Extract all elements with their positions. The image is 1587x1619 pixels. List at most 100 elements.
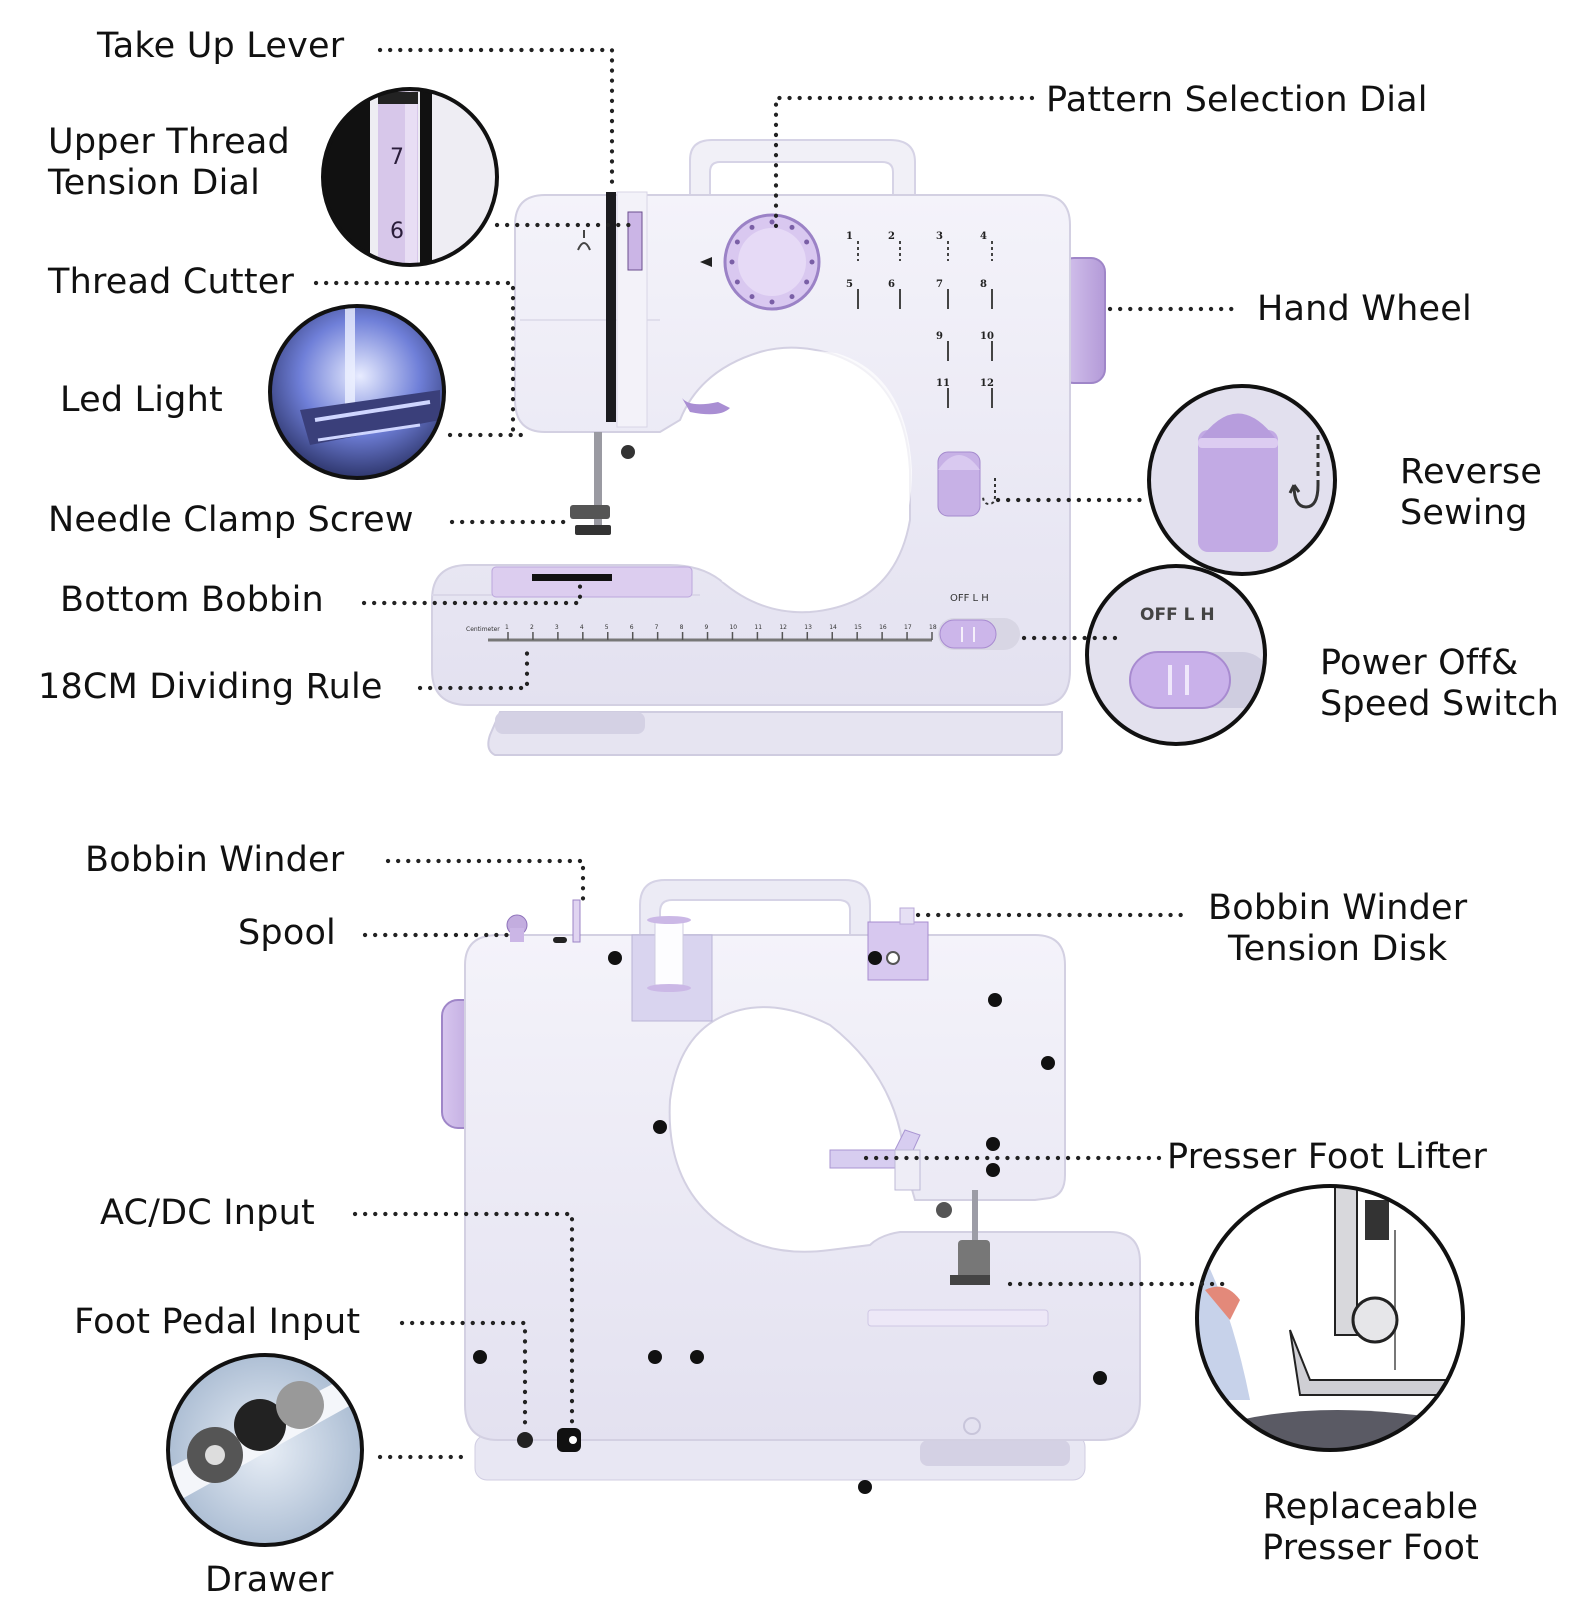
screw-hole (608, 951, 622, 965)
label-spool: Spool (238, 913, 336, 953)
label-hand-wheel: Hand Wheel (1257, 289, 1472, 329)
screw-hole (690, 1350, 704, 1364)
leader-bottom-bobbin (361, 582, 583, 606)
svg-text:OFF L H: OFF L H (1140, 605, 1215, 625)
label-bobbin-winder-tension-disk: Bobbin Winder Tension Disk (1208, 888, 1467, 971)
stitch-pattern-12: 12 (980, 378, 994, 408)
label-ac-dc-input: AC/DC Input (100, 1193, 315, 1233)
dial-pointer-icon (700, 257, 712, 267)
stitch-pattern-11: 11 (936, 378, 950, 408)
svg-text:6: 6 (390, 219, 404, 244)
ruler-tick-label: 1 (505, 624, 509, 631)
tension-dial-window (627, 211, 643, 271)
label-upper-thread-tension-dial: Upper Thread Tension Dial (48, 122, 290, 205)
svg-text:7: 7 (390, 145, 404, 170)
ruler-tick-label: 18 (929, 624, 937, 631)
label-thread-cutter: Thread Cutter (48, 262, 295, 302)
power-speed-switch: OFF L H (938, 593, 1020, 650)
stitch-number: 1 (846, 231, 853, 242)
label-foot-pedal-input: Foot Pedal Input (74, 1302, 361, 1342)
presser-foot-lifter-front (682, 398, 730, 415)
label-take-up-lever: Take Up Lever (97, 26, 345, 66)
ruler-tick-label: 16 (879, 624, 887, 631)
callout-power-switch: OFF L H (1085, 564, 1267, 746)
screw-hole (868, 951, 882, 965)
dial-tick (804, 239, 810, 245)
reverse-sewing-button (937, 451, 996, 517)
label-line: Reverse (1400, 452, 1543, 492)
stitch-number: 6 (888, 279, 895, 290)
screw-hole (473, 1350, 487, 1364)
ruler-tick-label: 8 (680, 624, 684, 631)
ruler-tick-label: 7 (655, 624, 659, 631)
leader-take-up-lever (377, 47, 615, 193)
label-line: Sewing (1400, 493, 1528, 534)
dial-tick (749, 294, 755, 300)
ruler-tick-label: 2 (530, 624, 534, 631)
svg-text:OFF L H: OFF L H (950, 593, 989, 604)
label-line: Replaceable (1262, 1487, 1479, 1527)
ruler-tick-label: 11 (754, 624, 762, 631)
label-reverse-sewing: Reverse Sewing (1400, 452, 1542, 535)
ruler-tick-label: 4 (580, 624, 584, 631)
leader-pattern-dial (773, 95, 1035, 235)
label-line: Power Off& (1320, 643, 1519, 683)
stitch-number: 11 (936, 378, 950, 389)
stitch-pattern-1: 1 (846, 231, 859, 261)
stitch-pattern-3: 3 (936, 231, 949, 261)
stitch-pattern-7: 7 (936, 279, 949, 309)
ruler-tick-label: 15 (854, 624, 862, 631)
thread-spool (654, 919, 684, 986)
label-power-speed-switch: Power Off& Speed Switch (1320, 643, 1559, 726)
label-dividing-rule: 18CM Dividing Rule (38, 667, 383, 707)
dial-tick (809, 259, 815, 265)
stitch-pattern-2: 2 (888, 231, 901, 261)
label-line: Tension Dial (48, 163, 261, 204)
stitch-number: 2 (888, 231, 895, 242)
bobbin-winder-shaft (572, 899, 581, 943)
screw-hole (986, 1137, 1000, 1151)
dial-tick (749, 224, 755, 230)
dial-tick (734, 239, 740, 245)
dial-tick (729, 259, 735, 265)
stitch-pattern-4: 4 (980, 231, 993, 261)
stitch-pattern-6: 6 (888, 279, 901, 309)
carry-handle (689, 139, 916, 199)
ruler-tick-label: 9 (705, 624, 709, 631)
ruler-tick-label: 3 (555, 624, 559, 631)
leader-foot-pedal-input (399, 1320, 528, 1433)
label-drawer: Drawer (205, 1560, 334, 1600)
stitch-number: 9 (936, 331, 943, 342)
ruler-unit-label: Centimeter (466, 626, 500, 633)
callout-tension-dial: 7 6 (321, 87, 499, 267)
dial-tick (789, 294, 795, 300)
label-line: Bobbin Winder (1208, 888, 1468, 928)
machine-body-back (464, 934, 1141, 1441)
dial-tick (769, 299, 775, 305)
callout-drawer (166, 1353, 364, 1547)
label-bottom-bobbin: Bottom Bobbin (60, 580, 324, 620)
dial-tick (734, 279, 740, 285)
label-pattern-selection-dial: Pattern Selection Dial (1046, 80, 1428, 120)
leader-lines (313, 47, 1238, 1460)
dial-tick (769, 219, 775, 225)
stitch-number: 10 (980, 331, 994, 342)
stitch-number: 7 (936, 279, 943, 290)
screw-hole (1093, 1371, 1107, 1385)
callout-presser-foot (1195, 1184, 1465, 1452)
leader-ac-dc-input (352, 1211, 575, 1428)
screw-hole (988, 993, 1002, 1007)
stitch-pattern-10: 10 (980, 331, 994, 361)
bobbin-cover (491, 566, 693, 598)
leader-bobbin-winder (385, 858, 586, 908)
stitch-number: 4 (980, 231, 987, 242)
screw-hole (648, 1350, 662, 1364)
ruler-tick-label: 6 (630, 624, 634, 631)
take-up-lever-channel (606, 192, 616, 422)
ruler-tick-label: 10 (729, 624, 737, 631)
label-line: Speed Switch (1320, 684, 1559, 725)
stitch-pattern-8: 8 (980, 279, 993, 309)
stitch-number: 12 (980, 378, 994, 389)
